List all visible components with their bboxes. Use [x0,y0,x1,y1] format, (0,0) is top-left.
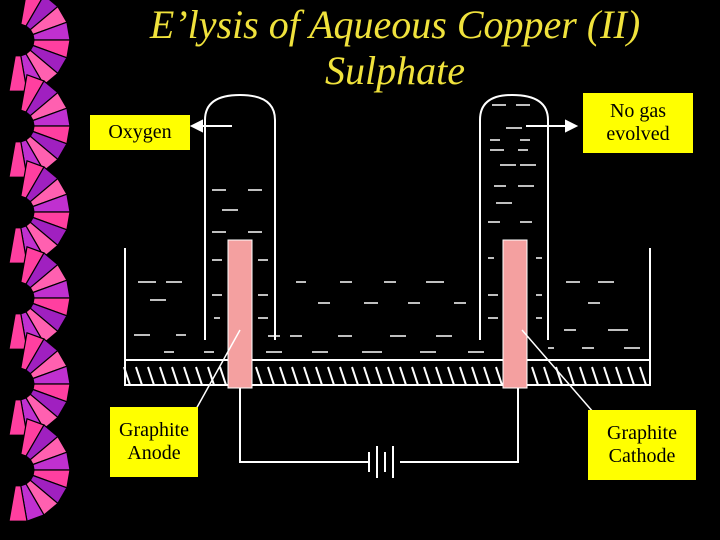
solution-dashes [134,104,640,353]
no-gas-label: No gas evolved [583,93,693,153]
beaker-base-hatching [123,366,647,386]
beaker [124,248,651,386]
graphite-cathode [502,239,528,389]
anode-label-text: Graphite Anode [119,419,189,464]
oxygen-arrow [189,119,232,133]
page-title: E’lysis of Aqueous Copper (II) Sulphate [149,2,641,93]
oxygen-label: Oxygen [90,115,190,150]
decorative-spiral-border [8,0,71,523]
no-gas-arrow [526,119,579,133]
cathode-pointer [521,329,601,421]
anode-pointer [189,329,241,421]
cathode-label-text: Graphite Cathode [607,422,677,467]
battery-icon [368,446,394,478]
cathode-collection-tube [479,93,549,340]
cathode-label: Graphite Cathode [588,410,696,480]
graphite-anode [227,239,253,389]
external-circuit [239,388,519,463]
no-gas-label-text: No gas evolved [606,100,670,145]
anode-label: Graphite Anode [110,407,198,477]
oxygen-label-text: Oxygen [108,121,172,143]
anode-collection-tube [204,93,276,340]
